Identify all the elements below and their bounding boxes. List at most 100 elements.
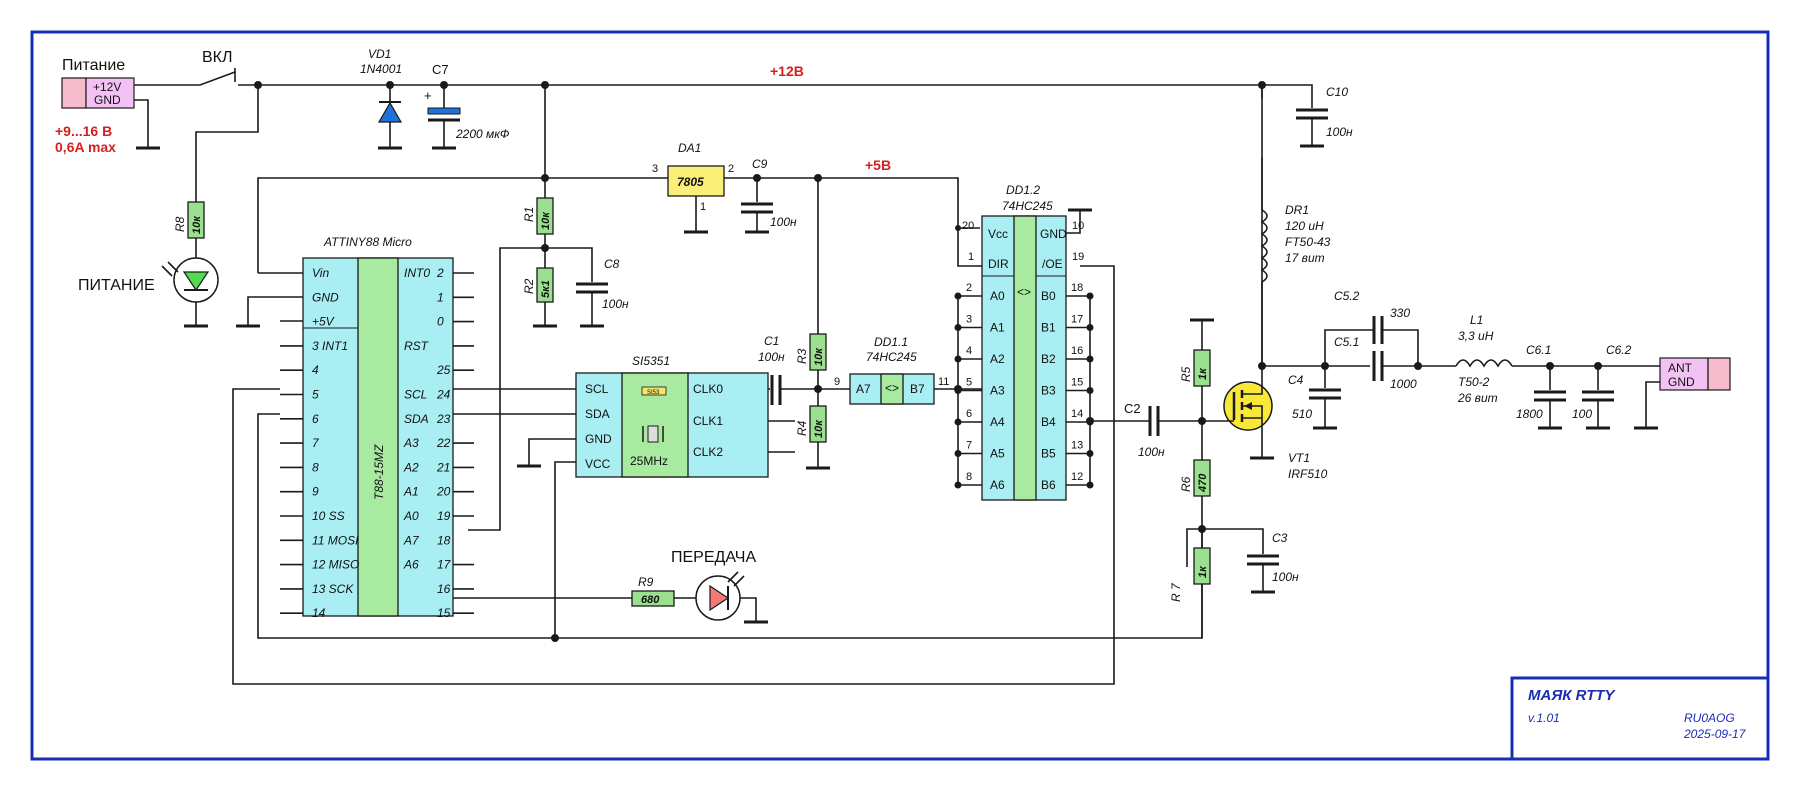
dd12-pin19: 19	[1072, 251, 1084, 263]
vt1-ref: VT1	[1288, 451, 1310, 465]
capacitor-c7	[427, 85, 461, 150]
dd12-a-pin-label: A4	[990, 415, 1005, 429]
mcu-right-pin-name: SCL	[404, 388, 427, 402]
mcu-left-pin-label: 9	[312, 485, 319, 499]
l1-ref: L1	[1470, 313, 1483, 327]
mcu-left-pin-label: 10 SS	[312, 509, 345, 523]
mcu-left-pin-label: 7	[312, 436, 320, 450]
dd12-value: 74HC245	[1002, 199, 1053, 213]
dd12-a-pin-number: 2	[966, 282, 972, 294]
diode-vd1	[377, 85, 403, 150]
dd12-a-pin-label: A5	[990, 447, 1005, 461]
mcu-left-pin-label: 6	[312, 412, 319, 426]
mcu-right-pin-number: 22	[436, 436, 451, 450]
c1-value: 100н	[758, 350, 785, 364]
dd11-ref: DD1.1	[874, 335, 908, 349]
c1-ref: C1	[764, 334, 779, 348]
dd12-pin-vcc: Vcc	[988, 227, 1008, 241]
dd12-b-pin-number: 14	[1071, 408, 1083, 420]
c4-ref: C4	[1288, 373, 1304, 387]
mcu-right-pin-name: A0	[403, 509, 419, 523]
buffer-dd11: A7 <> B7	[849, 373, 935, 405]
switch-label: ВКЛ	[202, 49, 233, 66]
r6-ref: R6	[1179, 476, 1193, 492]
mcu-left-pin-label: 5	[312, 388, 319, 402]
dr1-value: 120 uH	[1285, 219, 1324, 233]
power-connector: Питание +12V GND	[61, 57, 135, 109]
ant-pin-ant: ANT	[1668, 361, 1693, 375]
mcu-right-pin-number: 0	[437, 315, 444, 329]
r3-ref: R3	[795, 348, 809, 364]
c3-ref: C3	[1272, 531, 1288, 545]
dd12-b-pin-number: 16	[1071, 345, 1083, 357]
dd12-b-pin-number: 13	[1071, 440, 1083, 452]
r3-value: 10к	[813, 347, 825, 366]
dd12-a-pin-number: 7	[966, 440, 972, 452]
dd12-pin-oe: /OE	[1042, 257, 1063, 271]
dd12-b-pin-number: 12	[1071, 471, 1083, 483]
r8-value: 10к	[191, 215, 203, 234]
dd12-pin10: 10	[1072, 220, 1084, 232]
dd11-value: 74HC245	[866, 350, 917, 364]
si5351-pin-sda: SDA	[585, 407, 610, 421]
si5351-pin-vcc: VCC	[585, 457, 611, 471]
mcu-right-pin-number: 20	[436, 485, 451, 499]
r9-ref: R9	[638, 575, 654, 589]
c52-ref: C5.2	[1334, 289, 1360, 303]
c62-value: 100	[1572, 407, 1592, 421]
mcu-right-pin-number: 15	[437, 606, 451, 620]
c8-value: 100н	[602, 297, 629, 311]
mcu-right-pin-number: 19	[437, 509, 451, 523]
c62-ref: C6.2	[1606, 343, 1632, 357]
dd12-a-pin-number: 3	[966, 314, 972, 326]
power-connector-title: Питание	[62, 57, 125, 74]
l1-turns: 26 вит	[1457, 391, 1498, 405]
mcu-right-pin-number: 16	[437, 582, 451, 596]
title-block-author: RU0AOG	[1684, 711, 1735, 725]
dd11-pin-out: 11	[938, 376, 949, 388]
dd12-a-pin-label: A1	[990, 321, 1005, 335]
si5351-xtal-label: 25MHz	[630, 454, 668, 468]
mcu-left-pin-label: 14	[312, 606, 326, 620]
mcu-right-pin-name: A3	[403, 436, 419, 450]
dd12-mid: <>	[1017, 285, 1031, 299]
mcu-right-pin-name: INT0	[404, 266, 430, 280]
dd12-b-pin-label: B4	[1041, 415, 1056, 429]
c7-value: 2200 мкФ	[455, 127, 510, 141]
mcu-left-pin-label: 4	[312, 363, 319, 377]
mcu-left-pin-label: 8	[312, 460, 319, 474]
l1-value: 3,3 uH	[1458, 329, 1494, 343]
mcu-right-pin-name: A1	[403, 485, 419, 499]
dd12-b-pin-label: B0	[1041, 289, 1056, 303]
drawing-frame	[30, 30, 1770, 761]
rail-5v-label: +5В	[865, 157, 891, 173]
mcu-right-pin-name: A7	[403, 533, 420, 547]
da1-pin3: 3	[652, 163, 658, 175]
dr1-core: FT50-43	[1285, 235, 1331, 249]
dd12-a-pin-number: 6	[966, 408, 972, 420]
r1-value: 10к	[540, 211, 552, 230]
mcu-right-pin-name: A2	[403, 460, 419, 474]
mcu-right-pin-name: SDA	[404, 412, 429, 426]
l1-core: T50-2	[1458, 375, 1490, 389]
mcu-left-pin-label: Vin	[312, 266, 329, 280]
transmit-led	[695, 571, 745, 621]
si5351-pin-clk0: CLK0	[693, 382, 723, 396]
dd12-pin20: 20	[962, 220, 974, 232]
power-spec-current: 0,6A max	[55, 139, 116, 155]
mcu-right-pin-number: 25	[436, 363, 451, 377]
c10-ref: C10	[1326, 85, 1348, 99]
dd12-a-pin-number: 8	[966, 471, 972, 483]
dd11-mid: <>	[885, 381, 899, 395]
mcu-right-pin-number: 17	[437, 558, 452, 572]
si5351-pin-gnd: GND	[585, 432, 612, 446]
mcu-title: ATTINY88 Micro	[323, 235, 412, 249]
da1-pin2: 2	[728, 163, 734, 175]
dd11-pin-a7: A7	[856, 382, 871, 396]
mosfet-vt1	[1216, 381, 1273, 431]
dd12-pin-gnd: GND	[1040, 227, 1067, 241]
tx-led-label: ПЕРЕДАЧА	[671, 549, 756, 566]
mcu-left-pin-label: +5V	[312, 315, 335, 329]
dd12-b-pin-label: B3	[1041, 384, 1056, 398]
si5351-chip-label: SI53	[647, 390, 660, 396]
